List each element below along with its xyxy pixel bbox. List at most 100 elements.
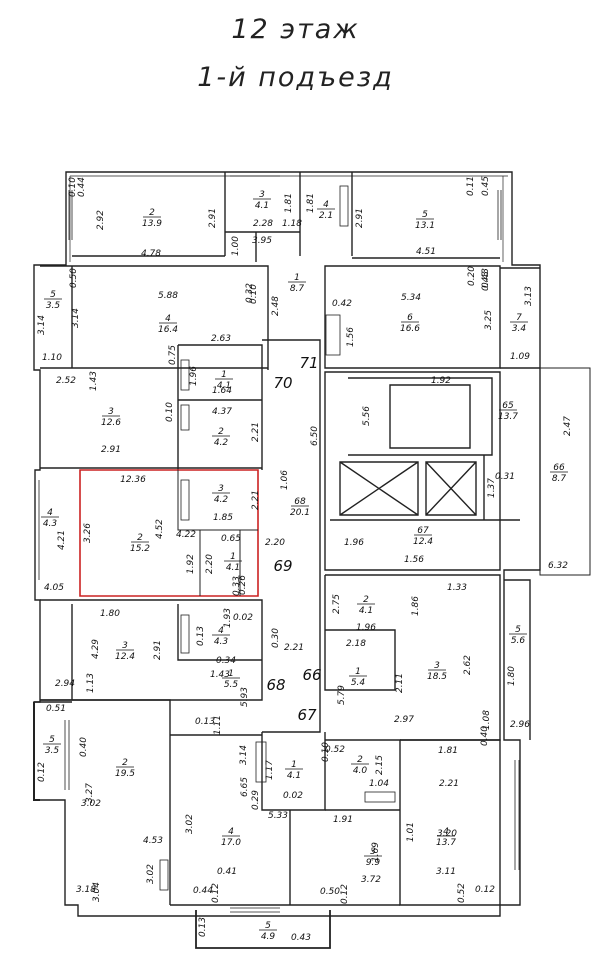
dimension-label: 2.92 bbox=[96, 210, 106, 230]
dimension-label: 2.94 bbox=[55, 679, 75, 689]
floor-title: 12 этаж bbox=[231, 14, 360, 45]
room-number: 2 bbox=[137, 533, 143, 543]
dimension-label: 0.30 bbox=[271, 628, 281, 648]
dimension-label: 0.12 bbox=[211, 883, 221, 903]
room-number: 1 bbox=[355, 667, 361, 677]
dimension-label: 2.97 bbox=[394, 715, 414, 725]
dimension-label: 2.18 bbox=[346, 639, 366, 649]
dimension-label: 1.96 bbox=[356, 623, 376, 633]
room-area: 4.2 bbox=[214, 495, 229, 505]
windows bbox=[34, 171, 520, 913]
room-number: 1 bbox=[230, 552, 236, 562]
room-number: 66 bbox=[553, 463, 565, 473]
dimension-label: 1.18 bbox=[282, 219, 302, 229]
dimension-label: 1.33 bbox=[447, 583, 467, 593]
bath-fixture bbox=[325, 314, 341, 356]
dimension-label: 1.96 bbox=[344, 538, 364, 548]
room-number: 2 bbox=[149, 208, 155, 218]
room-area: 4.3 bbox=[214, 637, 229, 647]
room-area: 4.0 bbox=[353, 766, 368, 776]
dimension-label: 3.27 bbox=[85, 783, 95, 803]
dimension-label: 3.95 bbox=[252, 236, 272, 246]
room-area: 5.5 bbox=[224, 680, 239, 690]
dimension-label: 4.37 bbox=[212, 407, 232, 417]
dimension-label: 2.28 bbox=[253, 219, 273, 229]
room-number: 1 bbox=[294, 273, 300, 283]
room-area: 20.1 bbox=[290, 508, 310, 518]
dimension-label: 0.13 bbox=[196, 626, 206, 646]
dimension-label: 1.86 bbox=[411, 596, 421, 616]
dimension-label: 0.50 bbox=[69, 268, 79, 288]
bath-fixture bbox=[339, 185, 349, 227]
dimension-label: 4.53 bbox=[143, 836, 163, 846]
room-area: 13.7 bbox=[436, 838, 456, 848]
apartment-number: 68 bbox=[266, 676, 285, 694]
dimension-label: 3.13 bbox=[524, 286, 534, 306]
room-area: 4.2 bbox=[214, 438, 229, 448]
dimension-label: 5.33 bbox=[268, 811, 288, 821]
room-area: 4.1 bbox=[287, 771, 301, 781]
dimension-label: 1.04 bbox=[369, 779, 389, 789]
dimension-label: 1.56 bbox=[346, 327, 356, 347]
room-number: 1 bbox=[291, 760, 297, 770]
bath-fixture bbox=[180, 359, 190, 391]
dimension-label: 3.25 bbox=[484, 310, 494, 330]
dimension-label: 4.22 bbox=[176, 530, 196, 540]
dimension-label: 6.65 bbox=[240, 777, 250, 797]
room-number: 2 bbox=[357, 755, 363, 765]
room-area: 3.5 bbox=[45, 746, 60, 756]
dimension-label: 0.02 bbox=[233, 613, 253, 623]
dimension-label: 1.92 bbox=[431, 376, 451, 386]
room-number: 4 bbox=[443, 827, 449, 837]
dimension-label: 3.26 bbox=[83, 523, 93, 543]
apartment-number: 71 bbox=[299, 354, 318, 372]
dimension-label: 2.75 bbox=[332, 594, 342, 614]
dimension-label: 0.51 bbox=[46, 704, 66, 714]
room-area: 12.6 bbox=[101, 418, 121, 428]
dimension-label: 2.48 bbox=[271, 296, 281, 316]
room-number: 5 bbox=[422, 210, 428, 220]
dimension-label: 1.92 bbox=[186, 554, 196, 574]
apartment-number: 70 bbox=[273, 374, 292, 392]
room-number: 1 bbox=[221, 370, 227, 380]
dimension-label: 6.50 bbox=[310, 426, 320, 446]
room-number: 2 bbox=[363, 595, 369, 605]
dimension-label: 1.80 bbox=[507, 666, 517, 686]
dimension-label: 3.11 bbox=[436, 867, 456, 877]
dimension-label: 0.10 bbox=[68, 177, 78, 197]
dimension-label: 2.91 bbox=[208, 208, 218, 228]
dimension-label: 0.50 bbox=[320, 887, 340, 897]
bath-fixture bbox=[255, 741, 267, 783]
dimension-label: 0.44 bbox=[193, 886, 213, 896]
room-number: 6 bbox=[407, 313, 413, 323]
dimension-label: 0.40 bbox=[79, 737, 89, 757]
dimension-label: 0.40 bbox=[480, 726, 490, 746]
dimension-label: 5.93 bbox=[240, 687, 250, 707]
room-area: 4.3 bbox=[43, 519, 58, 529]
dimension-label: 1.37 bbox=[487, 478, 497, 498]
room-number: 5 bbox=[515, 625, 521, 635]
dimension-label: 1.81 bbox=[306, 193, 316, 213]
dimension-label: 0.65 bbox=[221, 534, 241, 544]
dimension-label: 12.36 bbox=[120, 475, 146, 485]
room-area: 4.1 bbox=[217, 381, 231, 391]
room-number: 3 bbox=[108, 407, 114, 417]
dimension-label: 0.12 bbox=[475, 885, 495, 895]
dimension-label: 1.06 bbox=[280, 470, 290, 490]
dimension-label: 2.91 bbox=[355, 208, 365, 228]
bath-fixture bbox=[159, 859, 169, 891]
bath-fixture bbox=[180, 614, 190, 654]
dimension-label: 0.43 bbox=[481, 268, 491, 288]
room-number: 5 bbox=[265, 921, 271, 931]
dimension-label: 2.62 bbox=[463, 655, 473, 675]
room-number: 67 bbox=[417, 526, 429, 536]
dimension-label: 2.11 bbox=[395, 673, 405, 693]
dimension-label: 0.34 bbox=[216, 656, 236, 666]
room-area: 2.1 bbox=[319, 211, 333, 221]
dimension-label: 0.44 bbox=[77, 177, 87, 197]
bath-fixture bbox=[180, 479, 190, 521]
dimension-label: 1.17 bbox=[265, 760, 275, 780]
dimension-label: 3.02 bbox=[146, 864, 156, 884]
